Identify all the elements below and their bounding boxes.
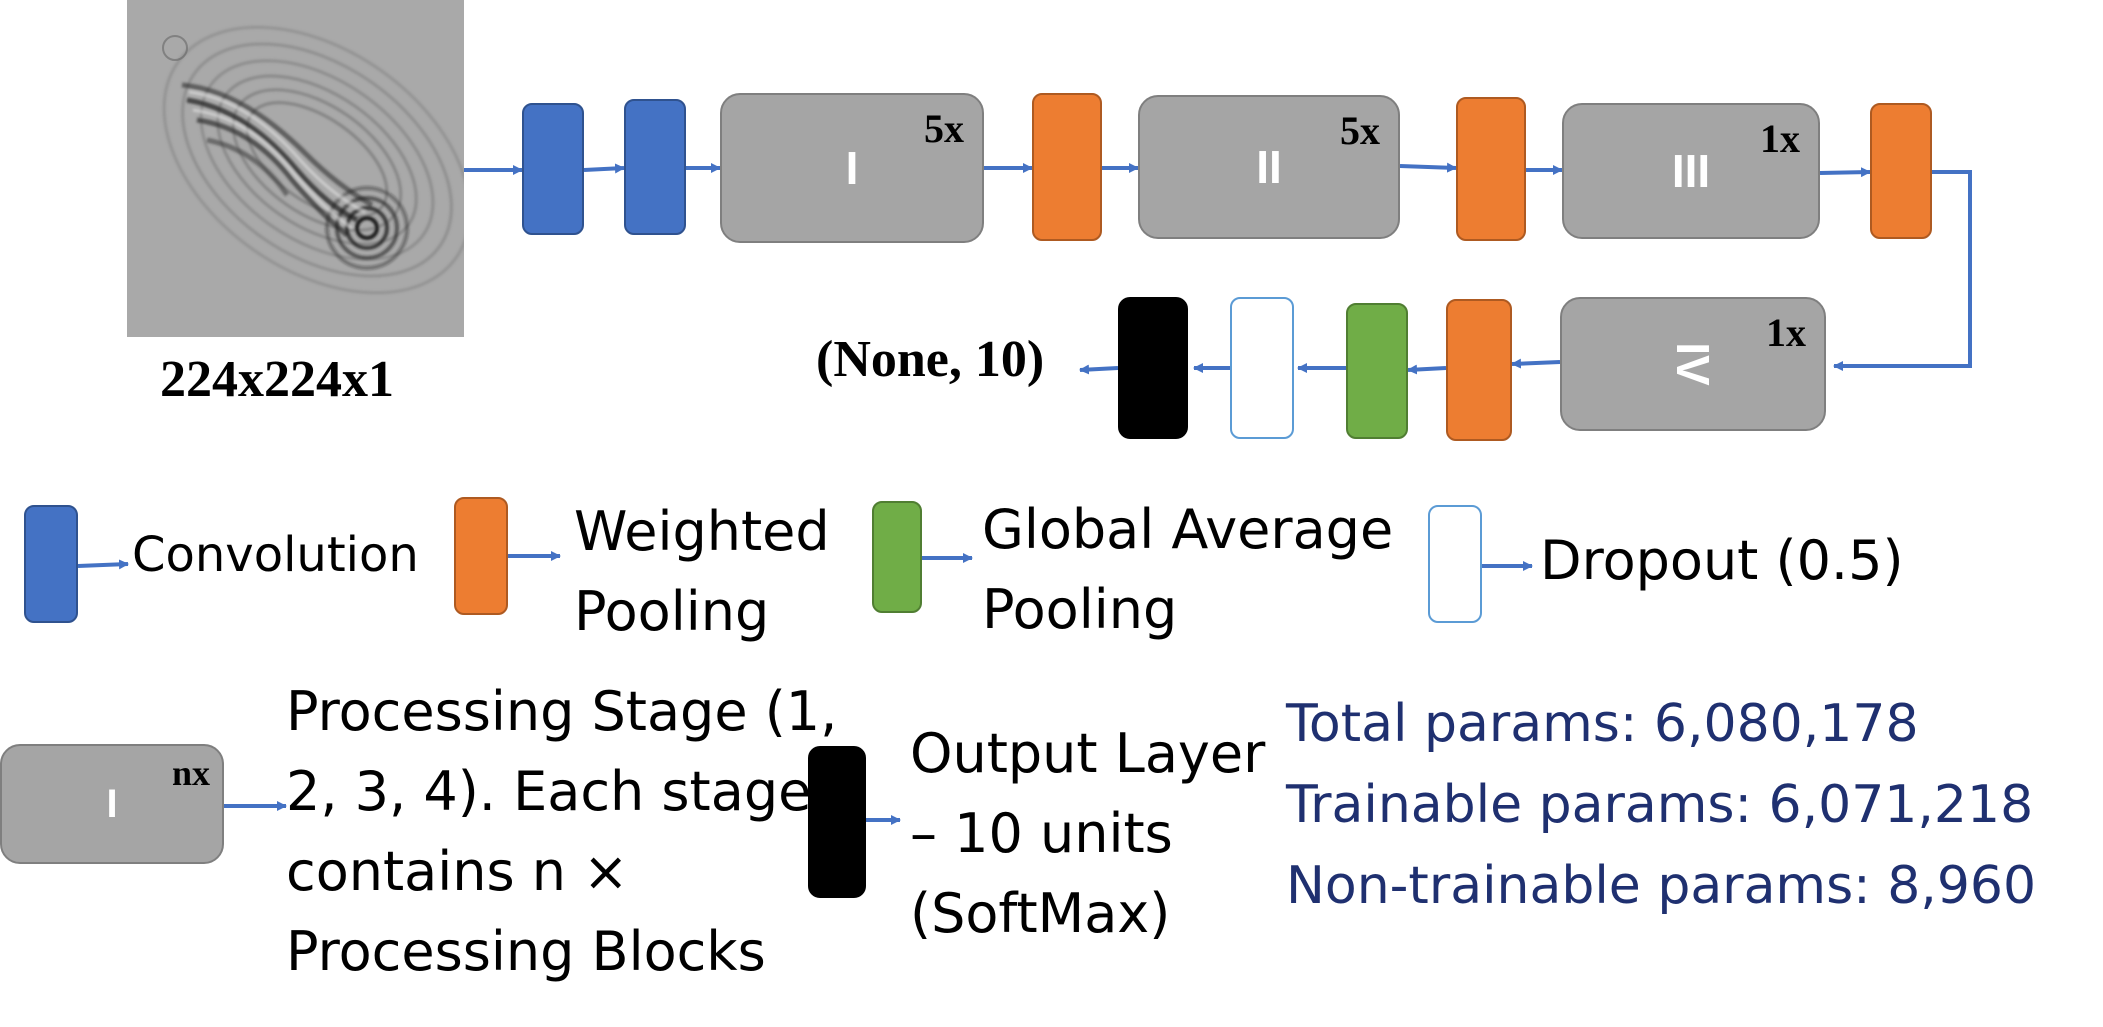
- weighted-pooling-block: [1032, 93, 1102, 241]
- legend-processing-stage-label: Processing Stage (1, 2, 3, 4). Each stag…: [286, 672, 837, 992]
- arrow: [77, 559, 129, 570]
- processing-stage-4: IV 1x: [1560, 297, 1826, 431]
- weighted-pooling-block: [1870, 103, 1932, 239]
- legend-weighted-pooling-label: Weighted Pooling: [574, 492, 830, 652]
- legend-output-layer-label: Output Layer – 10 units (SoftMax): [910, 714, 1265, 954]
- legend-weighted-pooling-swatch: [454, 497, 508, 615]
- weighted-pooling-block: [1446, 299, 1512, 441]
- legend-text-line: Processing Stage (1,: [286, 680, 838, 743]
- arrow: [1407, 364, 1447, 375]
- stage-numeral: I: [106, 782, 118, 826]
- output-shape-label: (None, 10): [816, 331, 1045, 388]
- dropout-block: [1230, 297, 1294, 439]
- legend-processing-stage-swatch: I nx: [0, 744, 224, 864]
- legend-global-average-pooling-label: Global Average Pooling: [982, 490, 1393, 650]
- stage-multiplier: 5x: [924, 106, 964, 151]
- legend-convolution-label: Convolution: [132, 527, 419, 583]
- processing-stage-2: II 5x: [1138, 95, 1400, 239]
- legend-text-line: Output Layer: [910, 722, 1266, 785]
- arrow: [1819, 167, 1871, 178]
- arrow: [1399, 162, 1457, 173]
- legend-text-line: Global Average: [982, 498, 1394, 561]
- legend-dropout-label: Dropout (0.5): [1540, 529, 1904, 592]
- convolution-block: [624, 99, 686, 235]
- arrow: [1079, 364, 1119, 375]
- stage-multiplier: 1x: [1766, 310, 1806, 355]
- arrow: [583, 163, 625, 174]
- legend-global-average-pooling-swatch: [872, 501, 922, 613]
- stage-multiplier: 1x: [1760, 116, 1800, 161]
- global-average-pooling-block: [1346, 303, 1408, 439]
- output-layer-block: [1118, 297, 1188, 439]
- stage-numeral: III: [1671, 145, 1711, 197]
- legend-text-line: Weighted: [574, 500, 830, 563]
- legend-text-line: Processing Blocks: [286, 920, 766, 983]
- processing-stage-3: III 1x: [1562, 103, 1820, 239]
- stage-numeral: I: [845, 142, 859, 194]
- legend-convolution-swatch: [24, 505, 78, 623]
- stage-multiplier: 5x: [1340, 108, 1380, 153]
- legend-text-line: contains n ×: [286, 840, 629, 903]
- legend-text-line: 2, 3, 4). Each stage: [286, 760, 812, 823]
- processing-stage-1: I 5x: [720, 93, 984, 243]
- legend-dropout-swatch: [1428, 505, 1482, 623]
- legend-output-layer-swatch: [808, 746, 866, 898]
- non-trainable-params: Non-trainable params: 8,960: [1286, 856, 2037, 916]
- stage-numeral: II: [1256, 141, 1282, 193]
- stage-numeral: IV: [1667, 342, 1719, 386]
- stage-multiplier: nx: [171, 753, 210, 793]
- input-image: [127, 0, 464, 337]
- total-params: Total params: 6,080,178: [1286, 694, 1919, 754]
- model-params: Total params: 6,080,178 Trainable params…: [1286, 684, 2036, 927]
- arrow: [1833, 170, 1972, 371]
- arrow: [1511, 358, 1561, 369]
- legend-text-line: Pooling: [982, 578, 1178, 641]
- legend-text-line: – 10 units: [910, 802, 1173, 865]
- input-shape-label: 224x224x1: [160, 351, 394, 408]
- convolution-block: [522, 103, 584, 235]
- trainable-params: Trainable params: 6,071,218: [1286, 775, 2034, 835]
- weighted-pooling-block: [1456, 97, 1526, 241]
- legend-text-line: Pooling: [574, 580, 770, 643]
- legend-text-line: (SoftMax): [910, 882, 1171, 945]
